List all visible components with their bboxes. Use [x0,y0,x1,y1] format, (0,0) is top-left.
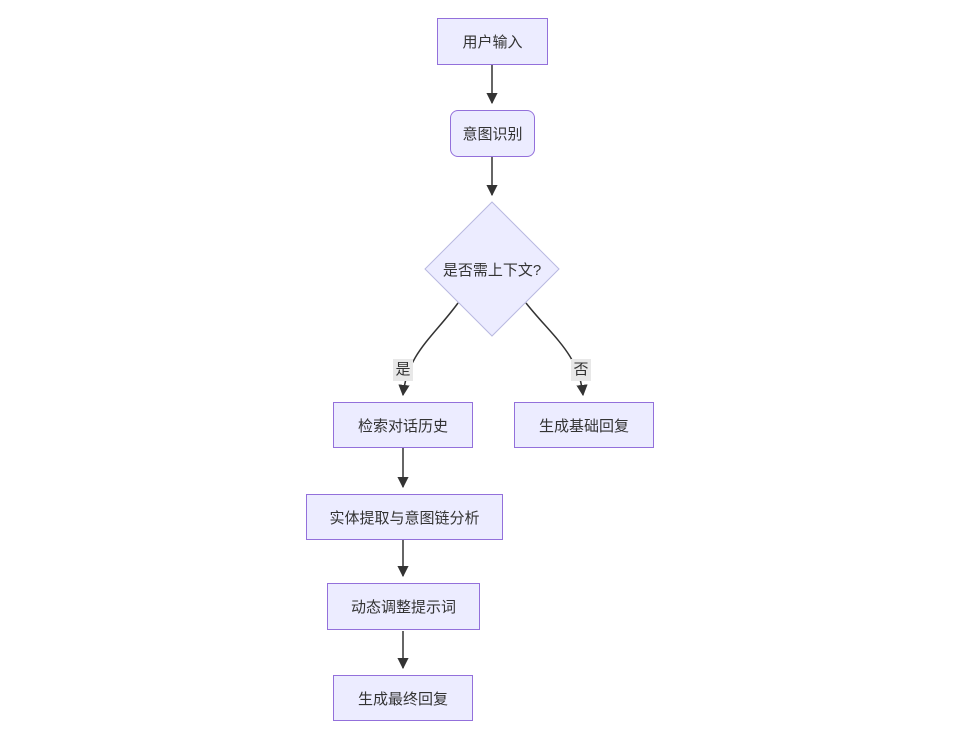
node-retrieve-history: 检索对话历史 [333,402,473,448]
decision-diamond-shape [424,201,560,337]
node-adjust-prompt: 动态调整提示词 [327,583,480,630]
edge-decision-no [525,302,588,397]
node-basic-reply: 生成基础回复 [514,402,654,448]
node-decision-context-label: 是否需上下文? [442,261,542,279]
node-final-reply: 生成最终回复 [333,675,473,721]
node-user-input: 用户输入 [437,18,548,65]
edge-label-yes: 是 [393,359,413,381]
node-intent-recognition: 意图识别 [450,110,535,157]
edge-decision-yes [398,302,459,397]
edge-label-no: 否 [571,359,591,381]
node-entity-intent-analysis: 实体提取与意图链分析 [306,494,503,540]
